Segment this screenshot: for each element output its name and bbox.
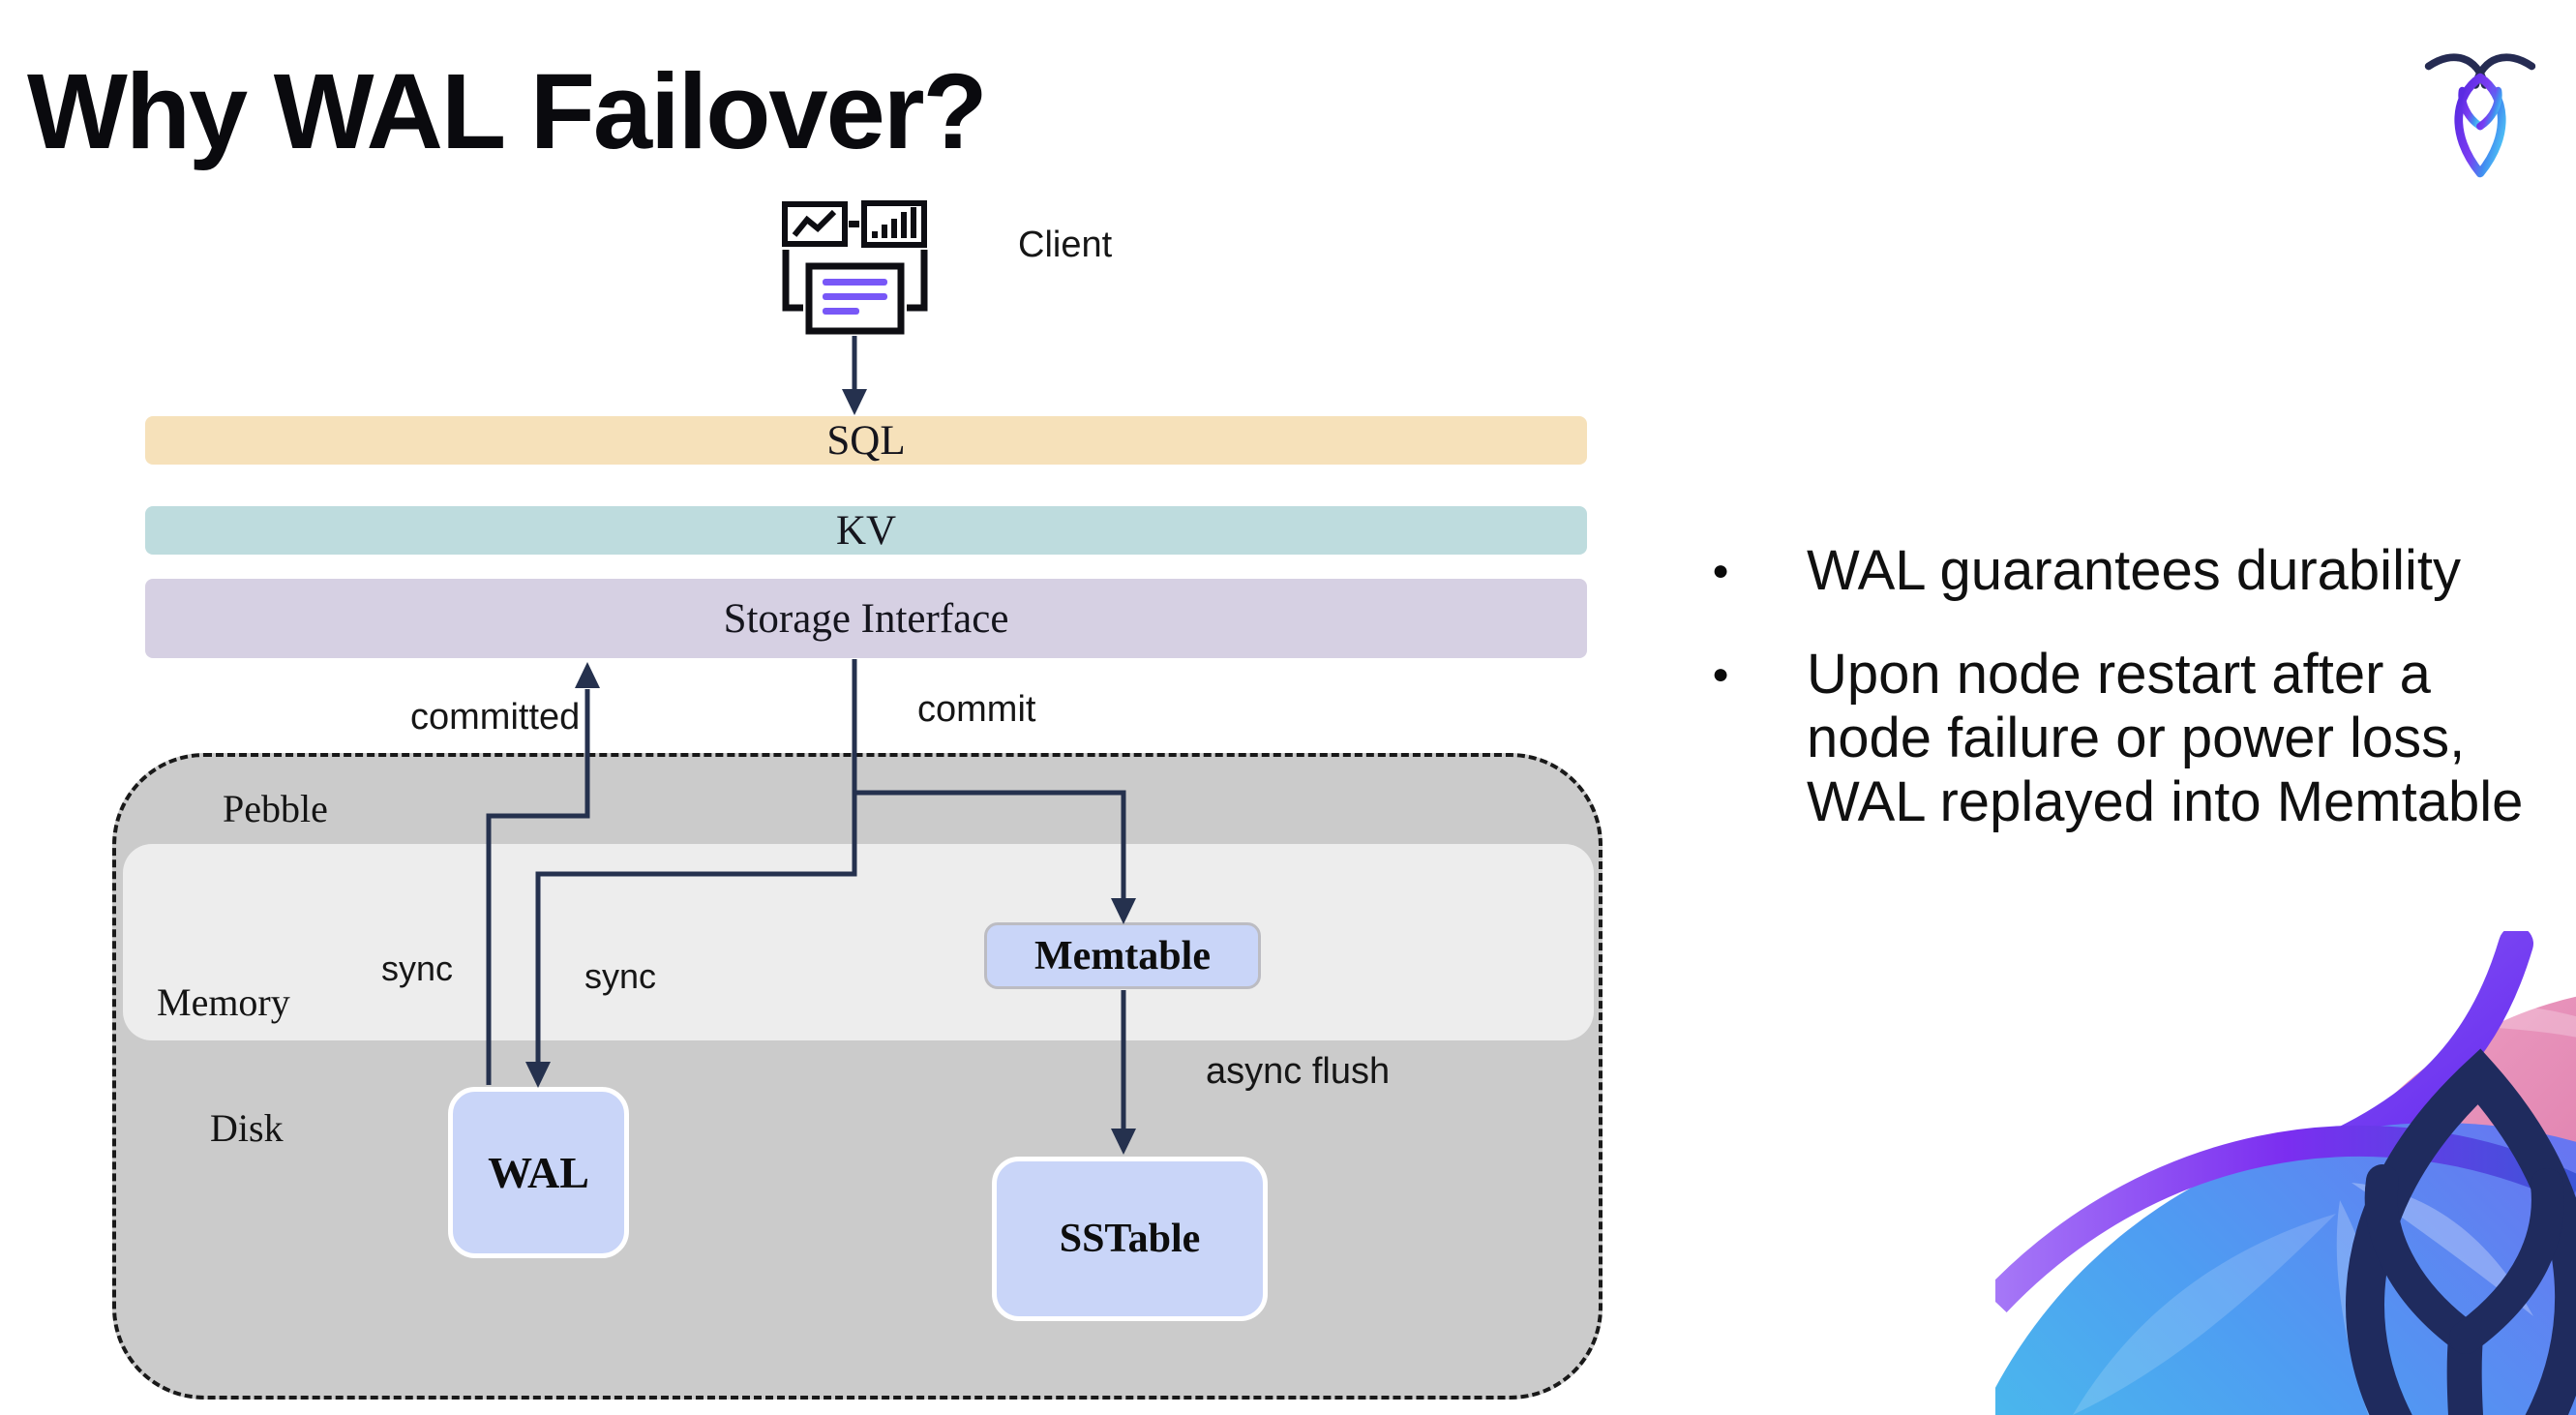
edge-label-sync-up: sync <box>381 948 454 988</box>
bullet-item: ● Upon node restart after a node failure… <box>1712 643 2554 834</box>
arrowhead-down-wal <box>525 1062 551 1088</box>
arrowhead-up-committed <box>575 662 600 688</box>
wal-node: WAL <box>448 1087 629 1258</box>
arrowhead-down-memtable <box>1111 898 1136 924</box>
arrowhead-down-sql <box>842 389 867 415</box>
edge-label-sync-down: sync <box>584 956 657 996</box>
memory-band <box>123 844 1594 1040</box>
memtable-node-label: Memtable <box>1034 933 1211 978</box>
sstable-node: SSTable <box>992 1157 1268 1321</box>
layer-bar-storage-label: Storage Interface <box>723 595 1009 642</box>
cockroachdb-logo-icon <box>2424 53 2536 178</box>
bullet-item: ● WAL guarantees durability <box>1712 539 2554 603</box>
disk-label: Disk <box>210 1106 284 1150</box>
bullet-text: WAL guarantees durability <box>1807 539 2461 602</box>
slide-title: Why WAL Failover? <box>27 52 988 171</box>
bullet-text: Upon node restart after a node failure o… <box>1807 643 2524 833</box>
edge-label-committed: committed <box>410 697 581 738</box>
layer-bar-kv: KV <box>145 506 1587 555</box>
arrowhead-down-sstable <box>1111 1129 1136 1155</box>
edge-label-async-flush: async flush <box>1206 1051 1391 1092</box>
layer-bar-kv-label: KV <box>835 507 897 554</box>
wal-node-label: WAL <box>488 1148 589 1197</box>
sstable-node-label: SSTable <box>1059 1217 1201 1261</box>
arrow-committed <box>486 689 590 1085</box>
bullet-dot: ● <box>1712 658 1730 690</box>
layer-bar-storage-interface: Storage Interface <box>145 579 1587 658</box>
pebble-label: Pebble <box>223 787 328 830</box>
bullet-dot: ● <box>1712 555 1730 587</box>
document-lines <box>823 279 887 315</box>
layer-bar-sql: SQL <box>145 416 1587 465</box>
bullet-list: ● WAL guarantees durability ● Upon node … <box>1712 539 2554 834</box>
memory-label: Memory <box>157 980 290 1024</box>
arrow-commit-to-wal <box>535 659 857 1063</box>
memtable-node: Memtable <box>984 922 1261 989</box>
client-terminal-icon <box>782 200 928 335</box>
client-label: Client <box>1018 225 1113 265</box>
layer-bar-sql-label: SQL <box>826 417 906 464</box>
pebble-container <box>112 753 1603 1400</box>
cockroachdb-brand-art <box>1995 931 2576 1415</box>
arrow-commit-to-memtable <box>854 790 1126 900</box>
edge-label-commit: commit <box>917 689 1036 730</box>
